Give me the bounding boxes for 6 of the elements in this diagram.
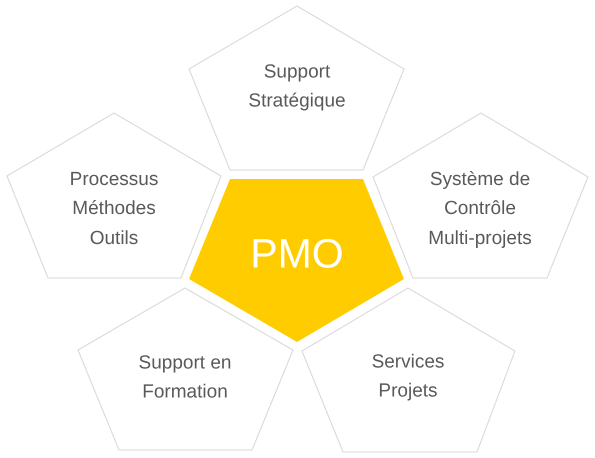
category-label: Support en Formation xyxy=(138,352,232,405)
category-label: Support Stratégique xyxy=(248,60,346,114)
category-label: Services Projets xyxy=(371,350,445,404)
category-label: Système de Contrôle Multi-projets xyxy=(428,168,532,251)
hub-label: PMO xyxy=(250,230,344,278)
category-label: Processus Méthodes Outils xyxy=(69,168,159,251)
